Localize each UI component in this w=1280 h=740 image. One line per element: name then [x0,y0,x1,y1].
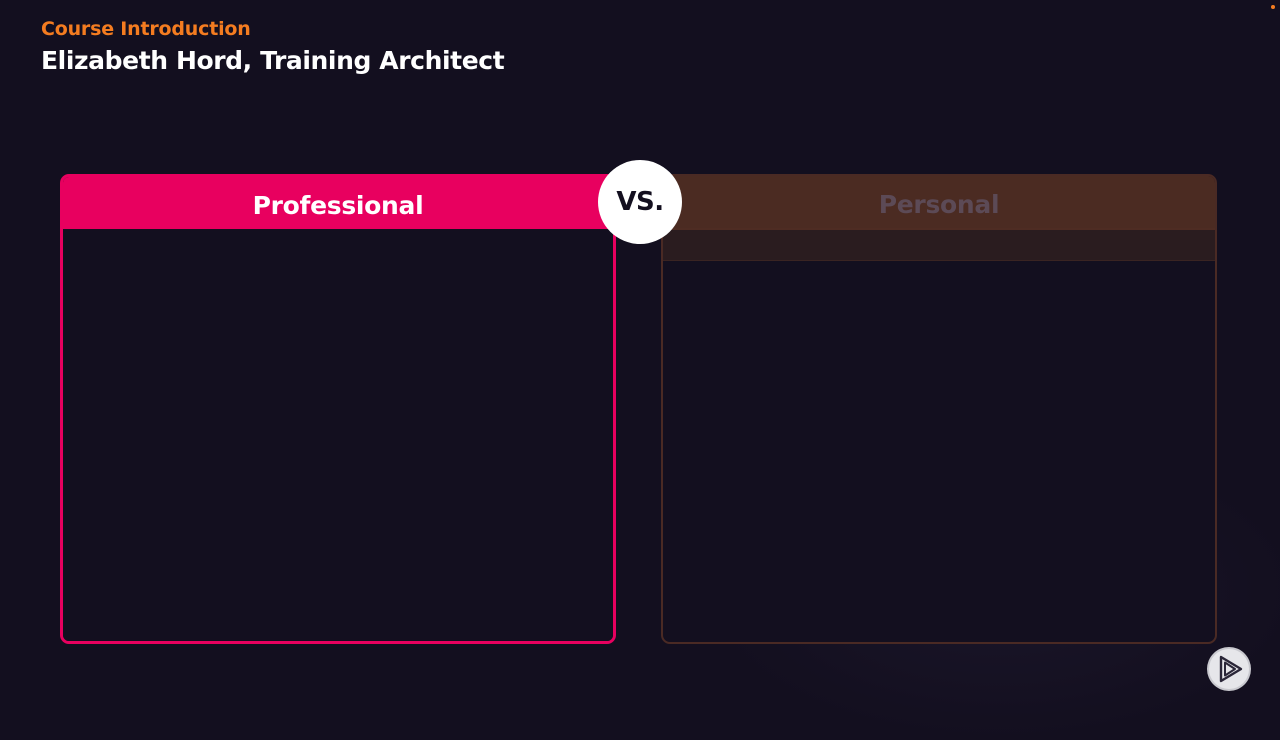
section-eyebrow: Course Introduction [41,18,251,40]
personal-label: Personal [878,189,1000,219]
personal-panel-subbar [663,228,1215,261]
personal-panel-header: Personal [663,176,1215,228]
professional-panel-body [63,229,613,641]
slide-header: Course Introduction Elizabeth Hord, Trai… [41,16,505,78]
personal-panel: Personal [661,174,1217,644]
vs-badge: VS. [598,160,682,244]
professional-panel: Professional [60,174,616,644]
pluralsight-play-icon [1206,646,1252,692]
professional-panel-header: Professional [63,177,613,229]
corner-indicator-dot [1271,5,1275,9]
professional-label: Professional [252,190,424,220]
vs-label: VS. [616,187,664,217]
slide-title: Elizabeth Hord, Training Architect [41,46,505,75]
